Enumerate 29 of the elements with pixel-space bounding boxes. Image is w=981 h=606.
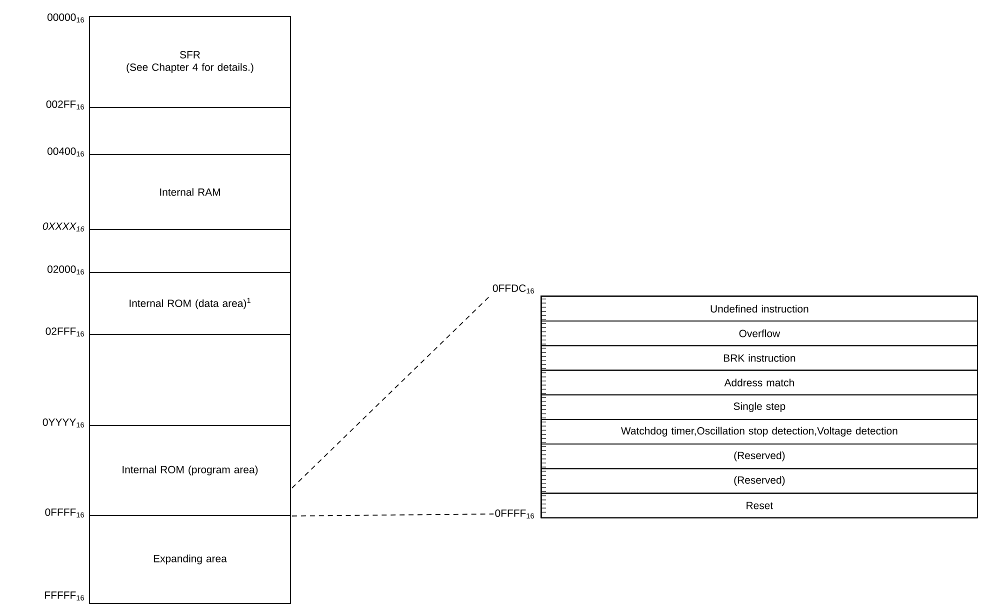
address-label: 0YYYY$_{16}$ xyxy=(42,418,84,428)
memory-area xyxy=(89,107,291,155)
memory-area: Internal RAM xyxy=(89,154,291,230)
memory-area: Expanding area xyxy=(89,515,291,604)
memory-area: SFR (See Chapter 4 for details.) xyxy=(89,16,291,108)
address-label: 0FFFF$_{16}$ xyxy=(495,510,534,518)
zoom-line xyxy=(292,514,494,516)
table-row: Overflow xyxy=(541,320,978,346)
table-row: BRK instruction xyxy=(541,345,978,371)
table-row: Address match xyxy=(541,370,978,396)
memory-area xyxy=(89,334,291,426)
address-label: 00400$_{16}$ xyxy=(47,148,84,156)
zoom-line xyxy=(292,294,492,488)
address-label: 0FFFF$_{16}$ xyxy=(45,508,84,518)
table-row: Reset xyxy=(541,492,978,518)
table-row: (Reserved) xyxy=(541,468,978,494)
table-row: Undefined instruction xyxy=(541,296,978,322)
address-label: 0XXXX$_{16}$ xyxy=(42,222,84,232)
memory-area xyxy=(89,229,291,273)
table-row: (Reserved) xyxy=(541,444,978,470)
table-row: Single step xyxy=(541,394,978,420)
address-label: 00000$_{16}$ xyxy=(47,14,84,22)
table-row: Watchdog timer,Oscillation stop detection,Voltage detection xyxy=(541,419,978,444)
address-label: 02FFF$_{16}$ xyxy=(46,328,84,336)
address-label: 02000$_{16}$ xyxy=(47,266,84,274)
address-label: 002FF$_{16}$ xyxy=(46,100,84,110)
address-label: 0FFDC$_{16}$ xyxy=(492,284,534,294)
memory-area: Internal ROM (data area)$^{1}$ xyxy=(89,272,291,335)
memory-area: Internal ROM (program area) xyxy=(89,425,291,516)
